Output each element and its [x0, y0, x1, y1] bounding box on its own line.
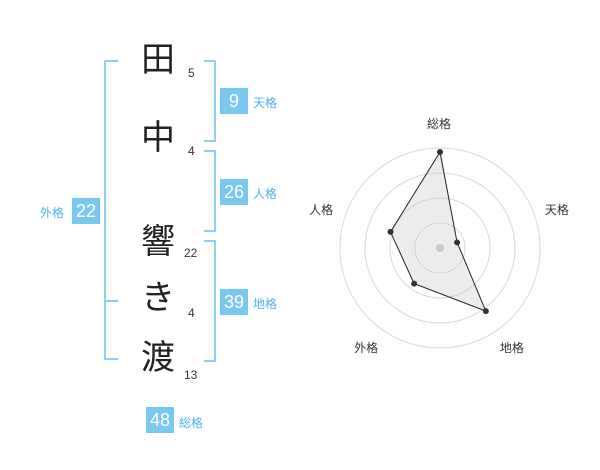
name-char-4: き: [141, 278, 175, 318]
radar-ring-1: [414, 222, 466, 274]
radar-polygon: [389, 150, 487, 312]
stroke-count-1: 5: [188, 66, 195, 80]
chikaku-badge: 39: [220, 289, 248, 315]
stroke-count-3: 22: [184, 246, 198, 260]
radar-point-1: [437, 149, 443, 155]
name-char-5: 渡: [141, 338, 175, 378]
radar-ring-3: [364, 172, 516, 324]
name-char-1: 田: [141, 40, 175, 80]
radar-axis-label-1: 総格: [427, 117, 452, 131]
stroke-count-5: 13: [184, 368, 198, 382]
tenkaku-bracket: [204, 60, 216, 142]
gaikaku-bracket-top: [104, 60, 118, 302]
radar-point-3: [482, 308, 489, 315]
radar-axis-label-5: 人格: [309, 202, 334, 217]
radar-axis-label-2: 天格: [544, 202, 569, 217]
gaikaku-badge: 22: [72, 198, 100, 224]
stroke-count-2: 4: [188, 144, 195, 158]
radar-point-5: [387, 228, 394, 235]
name-char-2: 中: [141, 118, 175, 158]
name-char-3: 響: [141, 222, 175, 262]
radar-point-4: [411, 280, 418, 287]
soukaku-badge: 48: [146, 407, 174, 433]
chikaku-bracket: [204, 240, 216, 362]
radar-chart: [339, 147, 541, 349]
gaikaku-bracket-bottom: [104, 298, 118, 360]
chikaku-label: 地格: [253, 297, 278, 311]
radar-axis-label-4: 外格: [354, 341, 379, 356]
stroke-count-4: 4: [188, 306, 195, 320]
radar-ring-4: [339, 147, 541, 349]
radar-center: [436, 244, 444, 252]
radar-ring-2: [389, 197, 491, 299]
radar-point-2: [454, 239, 461, 246]
tenkaku-badge: 9: [220, 88, 248, 114]
radar-axis-label-3: 地格: [499, 341, 524, 356]
jinkaku-label: 人格: [253, 187, 278, 201]
jinkaku-bracket: [204, 150, 216, 232]
gaikaku-label: 外格: [40, 206, 65, 220]
soukaku-label: 総格: [179, 416, 204, 430]
tenkaku-label: 天格: [253, 96, 278, 110]
jinkaku-badge: 26: [220, 179, 248, 205]
